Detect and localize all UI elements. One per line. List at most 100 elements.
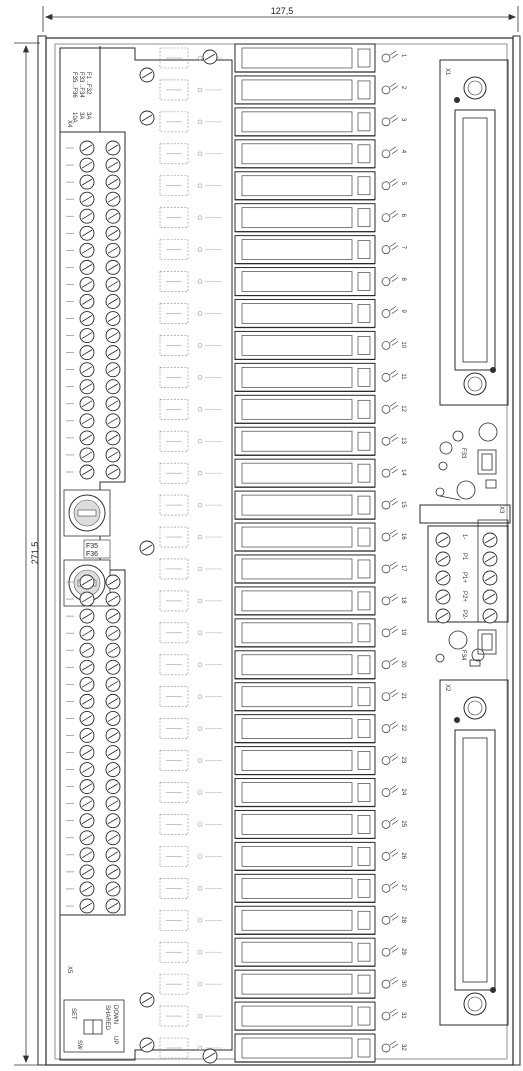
relay-led bbox=[381, 849, 399, 861]
relay-labels: 1234567891011121314151617181920212223242… bbox=[400, 54, 406, 1051]
terminal-screw bbox=[79, 728, 95, 743]
fuse-row-3-name: F35 ..F36 bbox=[71, 72, 77, 98]
relay-led bbox=[381, 1008, 399, 1021]
relay-led bbox=[381, 465, 399, 478]
terminal-screw bbox=[79, 676, 95, 692]
relay-number-label: 20 bbox=[400, 661, 406, 668]
relay-number-label: 2 bbox=[400, 86, 406, 90]
terminal-screw bbox=[105, 762, 121, 778]
terminal-screw bbox=[105, 728, 121, 743]
relay-number-label: 24 bbox=[400, 789, 406, 796]
relay bbox=[234, 139, 376, 169]
fuse-slot bbox=[159, 654, 222, 676]
terminal-screw bbox=[105, 591, 121, 607]
fuse-slot bbox=[159, 622, 222, 644]
fuse-row-1-rating: 3A bbox=[85, 112, 91, 119]
relay-led bbox=[381, 785, 399, 797]
relay-number-label: 16 bbox=[400, 533, 406, 540]
relay-number-label: 32 bbox=[400, 1044, 406, 1051]
terminal-screw bbox=[79, 174, 95, 190]
fuse-slot bbox=[159, 526, 222, 548]
terminal-screw bbox=[79, 464, 95, 480]
fuse-slot bbox=[159, 207, 222, 228]
relay-number-label: 3 bbox=[400, 118, 406, 122]
terminal-screw bbox=[79, 813, 95, 829]
terminal-screw bbox=[79, 625, 95, 641]
terminal-screw bbox=[79, 157, 95, 173]
terminal-screw bbox=[105, 881, 121, 897]
relay-number-label: 14 bbox=[400, 469, 406, 476]
relay-led bbox=[381, 753, 399, 765]
fuse-slot bbox=[159, 909, 222, 931]
fuse-column bbox=[159, 47, 222, 1059]
relay-led bbox=[381, 178, 399, 191]
relay bbox=[234, 298, 376, 329]
relay-number-label: 29 bbox=[400, 948, 406, 955]
terminal-screw bbox=[79, 430, 95, 446]
fuse-slot bbox=[159, 303, 222, 324]
fuse-slot bbox=[159, 111, 222, 133]
terminal-screw bbox=[79, 864, 95, 880]
terminal-screw bbox=[105, 659, 121, 675]
switch-option-shared: SHARED bbox=[104, 1005, 110, 1031]
terminal-screw bbox=[105, 276, 121, 292]
terminal-screw bbox=[79, 413, 95, 429]
relay-number-label: 30 bbox=[400, 980, 406, 987]
terminal-screw bbox=[79, 881, 95, 897]
relay bbox=[234, 1033, 376, 1063]
relay bbox=[234, 203, 376, 233]
terminal-screw bbox=[79, 762, 95, 778]
relay-led bbox=[381, 338, 399, 350]
relay-number-label: 9 bbox=[400, 309, 406, 313]
fuse-slot bbox=[159, 1037, 222, 1059]
relay bbox=[234, 490, 376, 520]
switch-option-down: DOWN bbox=[112, 1005, 118, 1024]
terminal-screw bbox=[79, 242, 95, 258]
terminal-screw bbox=[79, 345, 95, 361]
x4-connector-label: X4 bbox=[66, 120, 72, 128]
relay bbox=[234, 714, 376, 744]
relay-number-label: 22 bbox=[400, 725, 406, 732]
relay-led bbox=[381, 881, 399, 893]
fuse-slot bbox=[159, 398, 222, 420]
terminal-screw bbox=[79, 276, 95, 292]
terminal-screw bbox=[79, 379, 95, 395]
relay bbox=[234, 682, 376, 712]
switch-option-up: UP bbox=[112, 1036, 118, 1044]
terminal-screw bbox=[79, 847, 95, 863]
fuse-slot bbox=[159, 143, 222, 165]
relay-led bbox=[381, 306, 399, 318]
relay-led bbox=[381, 625, 399, 638]
relay-led bbox=[381, 1040, 399, 1053]
relay bbox=[234, 394, 376, 424]
terminal-screw bbox=[79, 608, 95, 624]
relay-number-label: 28 bbox=[400, 916, 406, 923]
terminal-screw bbox=[105, 225, 121, 241]
switch-title: SET bbox=[70, 1008, 76, 1020]
relay bbox=[234, 522, 376, 552]
terminal-screw bbox=[79, 328, 95, 344]
relay bbox=[234, 618, 376, 648]
relay bbox=[234, 1001, 376, 1031]
relay-number-label: 12 bbox=[400, 405, 406, 412]
terminal-screw bbox=[79, 710, 95, 726]
fuse-slot bbox=[159, 1005, 222, 1027]
relay bbox=[234, 650, 376, 680]
fuse-slot bbox=[159, 750, 222, 771]
terminal-screw bbox=[105, 259, 121, 275]
terminal-screw bbox=[105, 345, 121, 361]
relay bbox=[234, 809, 376, 840]
terminal-screw bbox=[105, 191, 121, 207]
mounting-screws bbox=[139, 49, 218, 1064]
relay-led bbox=[381, 976, 399, 989]
relay bbox=[234, 75, 376, 105]
relay-number-label: 19 bbox=[400, 629, 406, 636]
side-terminal-screw: P2- bbox=[435, 608, 498, 624]
relay-number-label: 11 bbox=[400, 373, 406, 380]
side-terminal-screw: P1+ bbox=[435, 570, 498, 586]
terminal-screw bbox=[105, 625, 121, 641]
relay bbox=[234, 171, 376, 201]
terminal-blocks bbox=[66, 140, 121, 914]
relay-number-label: 23 bbox=[400, 757, 406, 764]
terminal-screw bbox=[105, 311, 121, 326]
